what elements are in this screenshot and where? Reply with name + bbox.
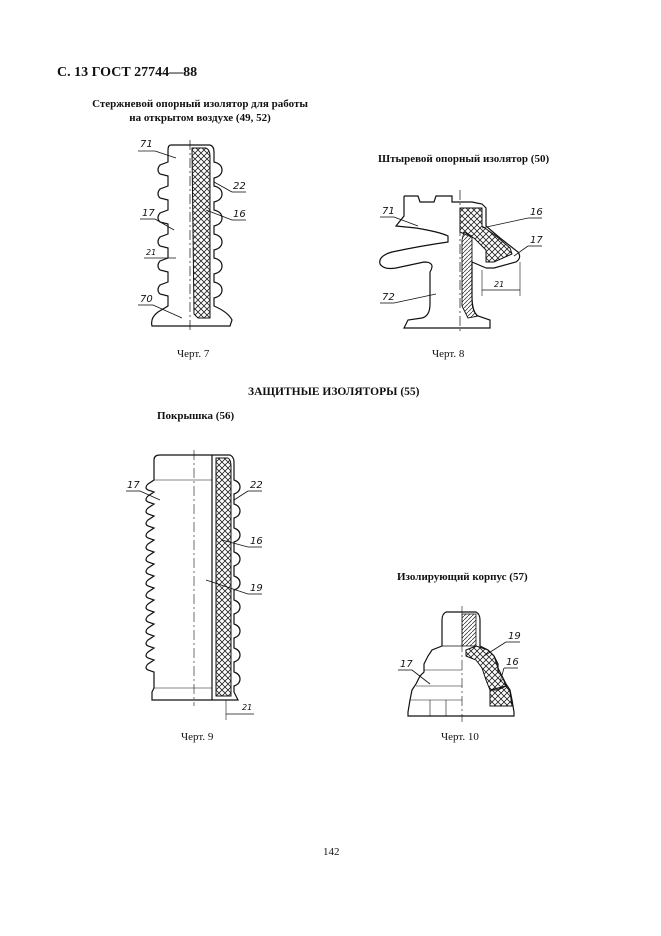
fig10-caption: Изолирующий корпус (57) [397, 571, 528, 583]
page-number: 142 [323, 846, 340, 858]
fig7-caption: Стержневой опорный изолятор для работы н… [60, 97, 340, 125]
fig8-drawing [379, 190, 542, 334]
fig10-callout-19: 19 [508, 631, 521, 642]
fig8-caption: Штыревой опорный изолятор (50) [378, 153, 550, 165]
fig7-callout-71: 71 [140, 139, 153, 150]
fig7-callout-17: 17 [142, 208, 155, 219]
section-title: ЗАЩИТНЫЕ ИЗОЛЯТОРЫ (55) [248, 386, 420, 398]
fig7-drawing [138, 140, 246, 330]
fig7-callout-22: 22 [233, 181, 246, 192]
fig10-callout-17: 17 [400, 659, 413, 670]
fig8-callout-72: 72 [382, 292, 395, 303]
fig9-caption: Покрышка (56) [157, 410, 235, 422]
fig7-callout-70: 70 [140, 294, 153, 305]
fig7-caption-line1: Стержневой опорный изолятор для работы [92, 98, 308, 110]
fig9-label: Черт. 9 [181, 731, 214, 743]
fig9-drawing [126, 450, 262, 720]
fig10-label: Черт. 10 [441, 731, 479, 743]
document-header: С. 13 ГОСТ 27744—88 [57, 65, 198, 80]
fig9-callout-19: 19 [250, 583, 263, 594]
fig10-callout-16: 16 [506, 657, 519, 668]
fig9-callout-22: 22 [250, 480, 263, 491]
fig8-label: Черт. 8 [432, 348, 465, 360]
fig7-caption-line2: на открытом воздухе (49, 52) [129, 112, 271, 124]
fig9-callout-21: 21 [242, 703, 253, 712]
fig7-label: Черт. 7 [177, 348, 210, 360]
fig8-callout-17: 17 [530, 235, 543, 246]
fig9-callout-16: 16 [250, 536, 263, 547]
fig8-callout-16: 16 [530, 207, 543, 218]
fig8-callout-71: 71 [382, 206, 395, 217]
fig7-callout-21: 21 [146, 248, 157, 257]
fig9-callout-17: 17 [127, 480, 140, 491]
fig7-callout-16: 16 [233, 209, 246, 220]
fig8-callout-21: 21 [494, 280, 505, 289]
fig10-drawing [398, 606, 520, 722]
